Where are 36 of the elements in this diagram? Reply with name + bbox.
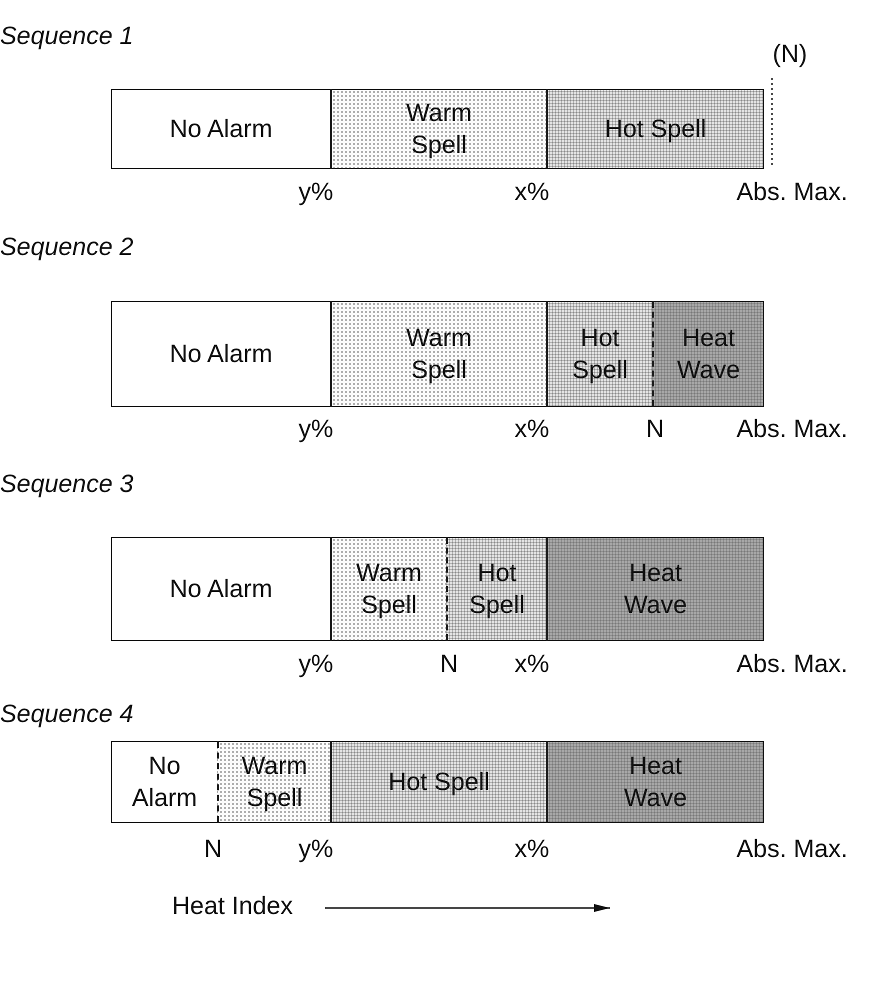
- stacked-bar: [112, 538, 763, 640]
- sequence-title: Sequence 4: [0, 700, 134, 729]
- bar-segment: Hot Spell: [330, 742, 546, 822]
- sequence-title: Sequence 3: [0, 470, 134, 499]
- threshold-label: Abs. Max.: [736, 178, 848, 207]
- stacked-bar: [112, 742, 763, 822]
- stacked-bar: [112, 302, 763, 406]
- threshold-label: x%: [514, 415, 550, 444]
- threshold-label: x%: [514, 835, 550, 864]
- threshold-label: Abs. Max.: [736, 650, 848, 679]
- stacked-bar: [112, 90, 763, 168]
- sequence-title: Sequence 2: [0, 233, 134, 262]
- bar-segment: Warm Spell: [217, 742, 330, 822]
- threshold-label: N: [646, 415, 664, 444]
- bar-segment: Heat Wave: [546, 538, 763, 640]
- bar-segment: Hot Spell: [546, 302, 652, 406]
- threshold-label: y%: [298, 650, 334, 679]
- bar-segment: Hot Spell: [546, 90, 763, 168]
- bar-segment: Warm Spell: [330, 90, 546, 168]
- bar-segment: Warm Spell: [330, 538, 446, 640]
- threshold-label: Abs. Max.: [736, 415, 848, 444]
- threshold-label: y%: [298, 415, 334, 444]
- bar-segment: Hot Spell: [446, 538, 546, 640]
- axis-label: Heat Index: [172, 892, 293, 921]
- threshold-label: Abs. Max.: [736, 835, 848, 864]
- threshold-label: y%: [298, 835, 334, 864]
- bar-segment: Heat Wave: [652, 302, 763, 406]
- threshold-label: y%: [298, 178, 334, 207]
- bar-segment: Heat Wave: [546, 742, 763, 822]
- threshold-label: x%: [514, 178, 550, 207]
- threshold-label: x%: [514, 650, 550, 679]
- threshold-label: N: [204, 835, 222, 864]
- bar-segment: Warm Spell: [330, 302, 546, 406]
- threshold-label: N: [440, 650, 458, 679]
- threshold-label: (N): [772, 40, 808, 69]
- sequence-title: Sequence 1: [0, 22, 134, 51]
